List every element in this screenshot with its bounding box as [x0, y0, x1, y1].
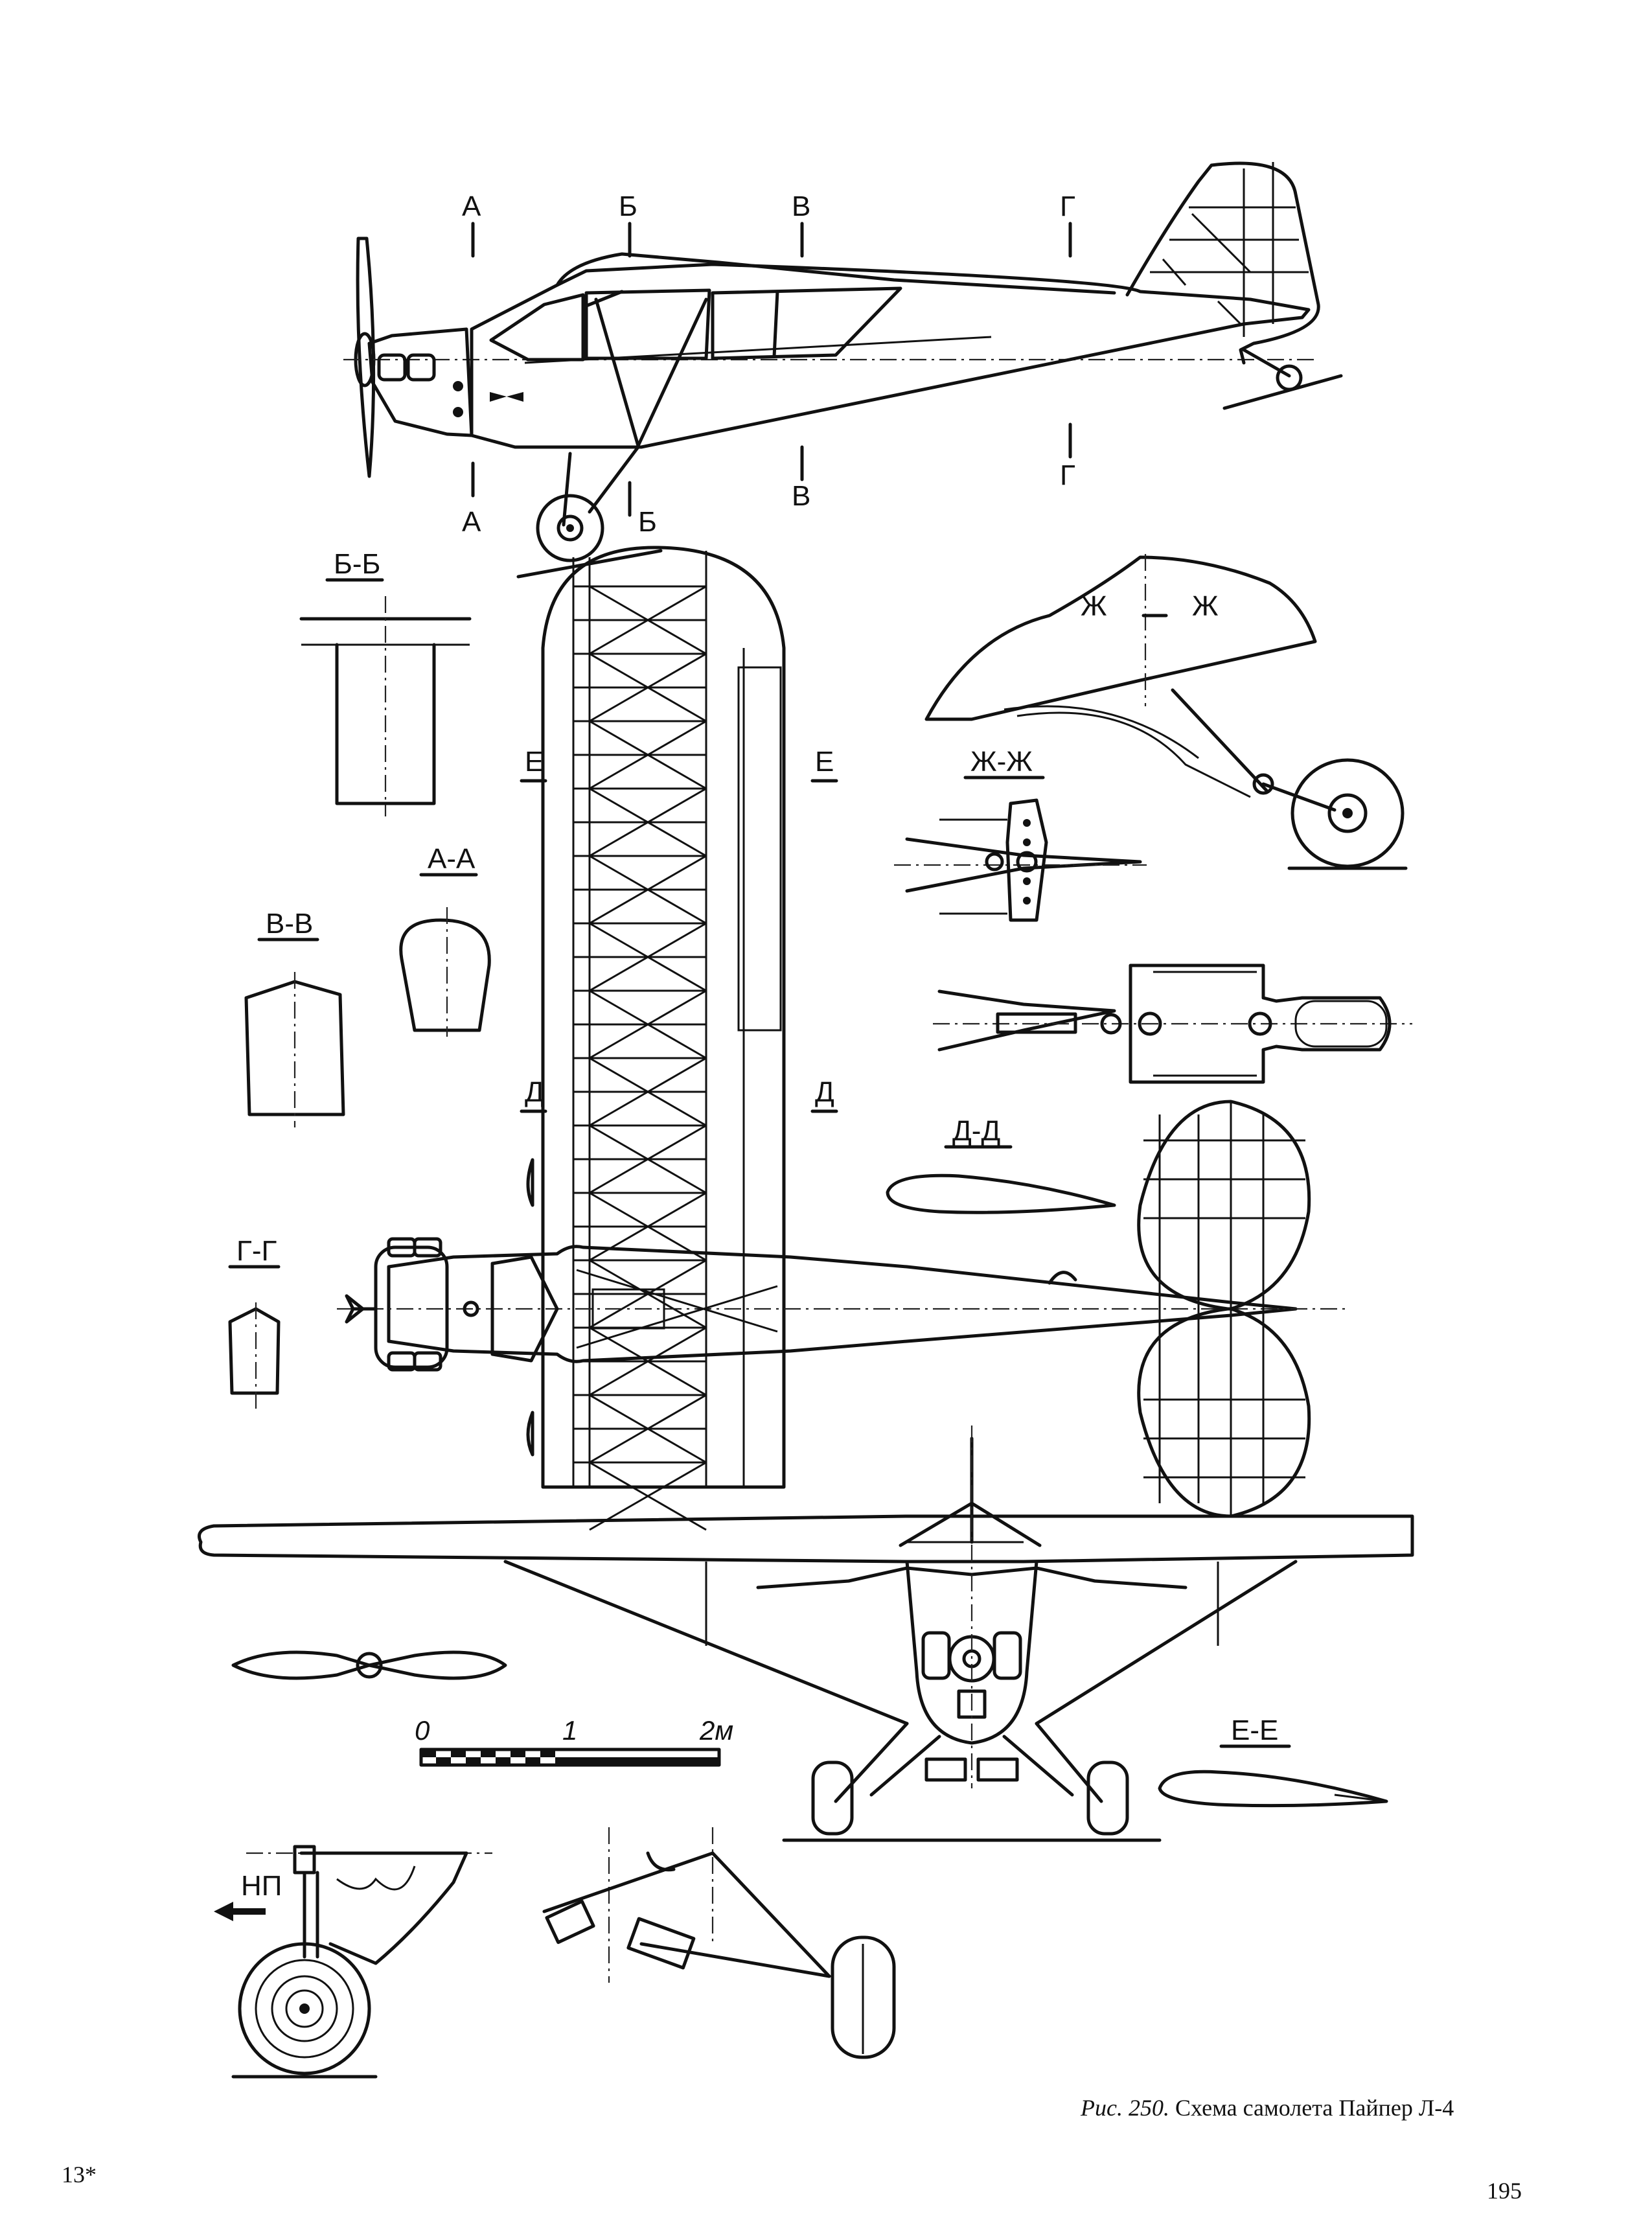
plan-view: Е Е Д Д: [337, 546, 1348, 1531]
mark-g-top: Г: [1060, 190, 1075, 222]
scale-tick-0: 0: [415, 1715, 430, 1746]
figure-caption: Рис. 250. Схема самолета Пайпер Л-4: [1081, 2094, 1454, 2121]
title-vv: В-В: [266, 908, 313, 940]
side-view: А А Б Б В В Г Г: [343, 161, 1343, 579]
page-number: 195: [1487, 2178, 1522, 2204]
title-ee: Е-Е: [1231, 1714, 1278, 1746]
main-gear-front-detail: [542, 1827, 896, 2059]
propeller-front: [231, 1650, 507, 1680]
mark-d-right: Д: [815, 1076, 834, 1108]
section-ee: Е-Е: [1158, 1714, 1388, 1808]
title-zhzh: Ж-Ж: [970, 746, 1033, 778]
mark-e-left: Е: [525, 746, 544, 778]
title-dd: Д-Д: [952, 1115, 1000, 1147]
section-dd: Д-Д: [886, 1115, 1116, 1214]
tailwheel-detail: Ж Ж Ж-Ж: [894, 554, 1412, 1084]
mark-v-bottom: В: [792, 480, 810, 512]
signature-mark: 13*: [62, 2162, 97, 2187]
mark-zh-left: Ж: [1081, 590, 1107, 622]
mark-v-top: В: [792, 190, 810, 222]
figure-number: Рис. 250.: [1081, 2095, 1169, 2121]
mark-e-right: Е: [815, 746, 834, 778]
scale-bar: 0 1 2м: [415, 1715, 733, 1767]
mark-a-bottom: А: [462, 506, 481, 538]
cross-sections: Б-Б А-А В-В Г-Г: [228, 548, 491, 1409]
title-gg: Г-Г: [236, 1235, 277, 1267]
main-gear-detail: НП: [214, 1845, 492, 2079]
title-aa: А-А: [428, 843, 476, 875]
direction-label-np: НП: [241, 1870, 282, 1902]
figure-title: Схема самолета Пайпер Л-4: [1175, 2095, 1454, 2121]
mark-g-bottom: Г: [1060, 459, 1075, 491]
mark-zh-right: Ж: [1192, 590, 1219, 622]
mark-a-top: А: [462, 190, 481, 222]
scale-tick-1: 1: [562, 1715, 577, 1746]
mark-d-left: Д: [525, 1076, 544, 1108]
scale-tick-2m: 2м: [699, 1715, 733, 1746]
front-view: [198, 1425, 1414, 1842]
title-bb: Б-Б: [334, 548, 380, 580]
mark-b-bottom: Б: [638, 506, 657, 538]
mark-b-top: Б: [619, 190, 637, 222]
